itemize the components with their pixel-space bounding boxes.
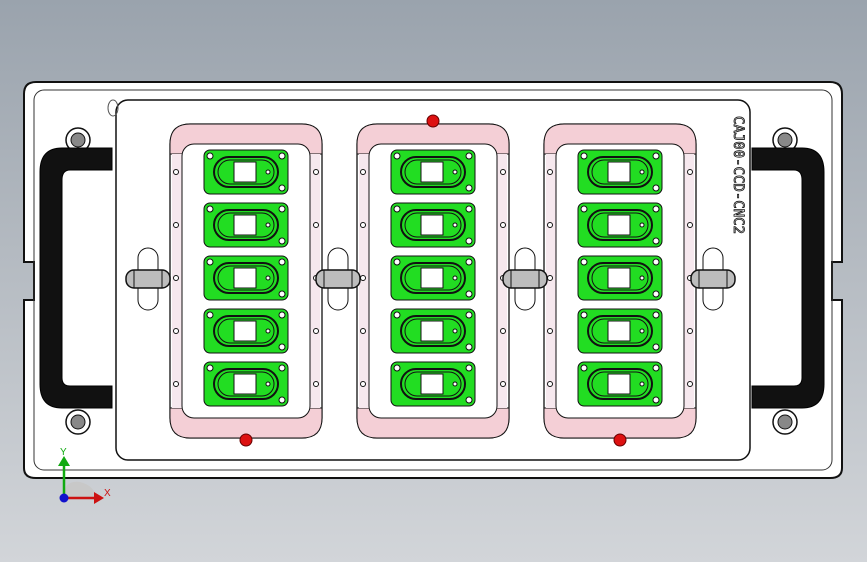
engraving-text: CAJ00-CCD-CNC2	[730, 116, 746, 234]
fixture-group	[169, 123, 697, 439]
pocket	[173, 202, 319, 248]
red-pin	[426, 114, 440, 128]
right-fixture	[543, 123, 697, 439]
sleeve	[502, 247, 548, 311]
pocket	[360, 361, 506, 407]
pocket	[547, 255, 693, 301]
left-fixture	[169, 123, 323, 439]
pocket	[173, 361, 319, 407]
red-pins	[239, 114, 627, 447]
pocket	[173, 149, 319, 195]
pocket	[173, 308, 319, 354]
sleeve	[315, 247, 361, 311]
corner-screws	[65, 127, 798, 435]
coordinate-triad: Y X	[58, 447, 111, 504]
y-axis-label: Y	[60, 447, 67, 458]
pocket	[547, 202, 693, 248]
pocket	[360, 202, 506, 248]
pocket	[360, 308, 506, 354]
pocket	[547, 361, 693, 407]
red-pin	[613, 433, 627, 447]
screw-icon	[65, 127, 91, 153]
pocket	[173, 255, 319, 301]
center-fixture	[356, 123, 510, 439]
screw-icon	[772, 409, 798, 435]
sleeve	[690, 247, 736, 311]
sleeve	[125, 247, 171, 311]
right-handle[interactable]	[751, 147, 825, 409]
x-axis-label: X	[104, 488, 111, 499]
screw-icon	[65, 409, 91, 435]
pocket	[360, 255, 506, 301]
left-handle[interactable]	[39, 147, 113, 409]
pocket	[360, 149, 506, 195]
pocket	[547, 149, 693, 195]
pocket	[547, 308, 693, 354]
red-pin	[239, 433, 253, 447]
sleeve-group	[125, 247, 736, 311]
